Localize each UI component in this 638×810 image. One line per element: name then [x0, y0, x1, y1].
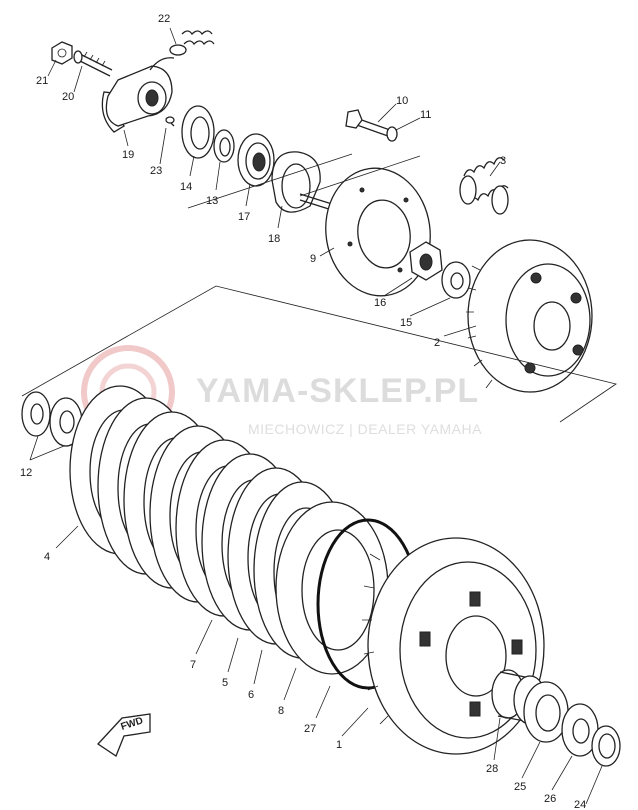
part-2-clutch-boss	[466, 239, 593, 393]
part-label-2: 2	[434, 337, 440, 349]
assembly-guide-lines	[21, 153, 617, 423]
part-10-bolt	[345, 109, 391, 137]
part-label-28: 28	[486, 763, 498, 775]
part-label-8: 8	[278, 705, 284, 717]
part-label-11: 11	[420, 109, 431, 121]
part-label-3: 3	[500, 155, 506, 167]
part-20-screw	[73, 50, 113, 77]
watermark-subtitle: MIECHOWICZ | DEALER YAMAHA	[248, 421, 482, 437]
part-label-10: 10	[396, 95, 408, 107]
part-labels: 22 21 20 19 23 14 13 17 18 10 11 3 9 16 …	[20, 13, 586, 810]
part-label-16: 16	[374, 297, 386, 309]
part-18-push-plate	[271, 151, 333, 213]
part-14-seal	[181, 105, 215, 159]
part-label-24: 24	[574, 799, 586, 810]
part-label-18: 18	[268, 233, 280, 245]
fwd-arrow-icon: FWD	[97, 713, 151, 757]
part-16-nut	[409, 241, 443, 281]
part-25-bearing	[523, 681, 569, 743]
part-label-17: 17	[238, 211, 250, 223]
part-label-9: 9	[310, 253, 316, 265]
watermark: YAMA-SKLEP.PL MIECHOWICZ | DEALER YAMAHA	[81, 345, 482, 439]
part-label-25: 25	[514, 781, 526, 793]
part-label-4: 4	[44, 551, 50, 563]
part-3-spring	[459, 157, 509, 215]
part-9-pressure-plate	[325, 167, 431, 297]
part-15-washer	[441, 261, 471, 299]
part-label-15: 15	[400, 317, 412, 329]
part-label-21: 21	[36, 75, 48, 87]
part-24-spacer	[591, 725, 621, 767]
part-label-27: 27	[304, 723, 316, 735]
part-8-plate	[275, 501, 389, 675]
part-23-pin	[165, 116, 175, 127]
part-label-12: 12	[20, 467, 32, 479]
part-label-13: 13	[206, 195, 218, 207]
part-26-washer	[561, 703, 599, 757]
part-label-20: 20	[62, 91, 74, 103]
part-label-26: 26	[544, 793, 556, 805]
part-label-22: 22	[158, 13, 170, 25]
part-label-6: 6	[248, 689, 254, 701]
part-19-lever	[101, 57, 175, 133]
part-label-19: 19	[122, 149, 134, 161]
part-17-bearing	[237, 133, 275, 187]
part-label-5: 5	[222, 677, 228, 689]
leader-lines	[29, 27, 603, 805]
part-label-7: 7	[190, 659, 196, 671]
part-13-ring	[213, 129, 235, 163]
part-1-clutch-housing	[362, 537, 545, 755]
part-label-14: 14	[180, 181, 192, 193]
part-22-spring	[169, 30, 215, 56]
watermark-title: YAMA-SKLEP.PL	[196, 372, 479, 410]
part-label-23: 23	[150, 165, 162, 177]
part-11-washer	[386, 126, 398, 142]
part-label-1: 1	[336, 739, 342, 751]
part-21-nut	[51, 41, 73, 65]
